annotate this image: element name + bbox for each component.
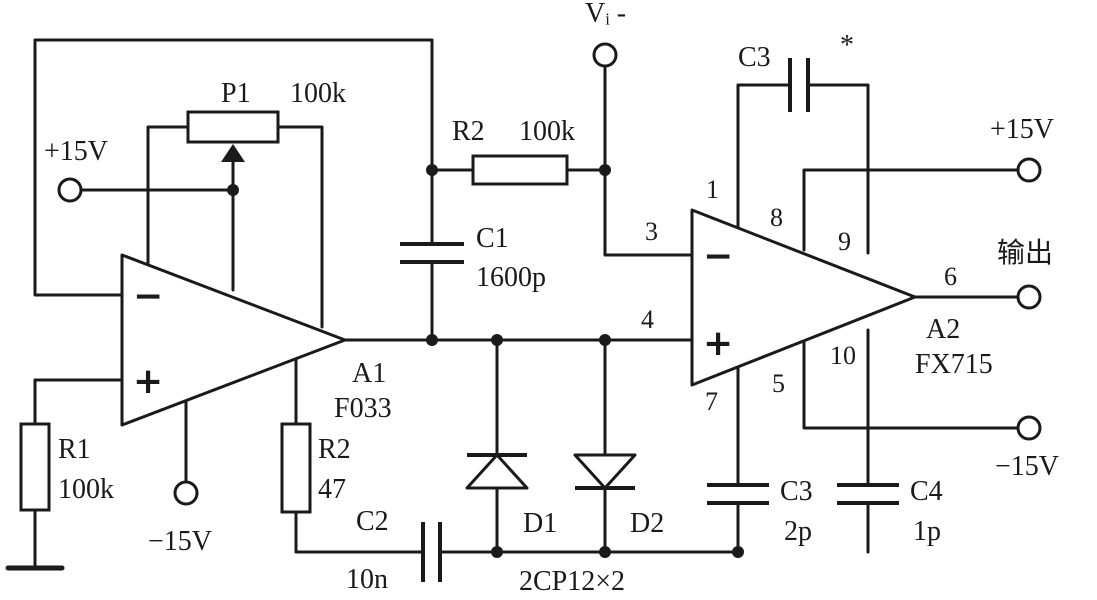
a2-minus-sign: − (703, 236, 733, 277)
a1-minus-sign: − (133, 276, 163, 317)
junction-dot (227, 184, 239, 196)
junction-dot (426, 334, 438, 346)
junction-dot (732, 546, 744, 558)
label-c2: C2 (356, 506, 389, 537)
junction-dot (426, 164, 438, 176)
potentiometer-p1 (186, 110, 280, 144)
op-amp-a1 (120, 253, 347, 427)
label-a2-model: FX715 (915, 349, 993, 380)
label-p1: P1 (221, 78, 251, 109)
label-plus15-left: +15V (44, 136, 108, 167)
label-d1: D1 (523, 508, 557, 539)
label-c2-value: 10n (346, 564, 388, 595)
wire-r2-low-bottom (294, 510, 425, 554)
terminal-minus15-left (173, 480, 199, 506)
a2-plus-sign: + (703, 323, 733, 364)
pin-10: 10 (830, 341, 856, 370)
label-r1-value: 100k (58, 474, 114, 505)
label-c4: C4 (910, 476, 943, 507)
label-minus15-left: −15V (148, 526, 212, 557)
label-c3-top: C3 (738, 42, 771, 73)
wire-feedback-loop (33, 38, 434, 297)
resistor-r2-top (471, 154, 569, 186)
label-vi: Vᵢ - (585, 0, 626, 29)
label-c1: C1 (476, 223, 509, 254)
label-r2-low-value: 47 (318, 474, 346, 505)
junction-dot (491, 546, 503, 558)
label-c3-low: C3 (780, 476, 813, 507)
wire-p1-left (146, 125, 190, 267)
terminal-vi (592, 42, 618, 68)
wire-c3-top-right (806, 83, 870, 255)
terminal-minus15-right (1016, 415, 1042, 441)
label-d2: D2 (630, 508, 664, 539)
pin-8: 8 (770, 203, 783, 232)
label-diode-type: 2CP12×2 (519, 566, 625, 597)
label-output: 输出 (997, 236, 1053, 269)
label-c3-low-value: 2p (784, 516, 812, 547)
junction-dot (599, 164, 611, 176)
terminal-output (1016, 284, 1042, 310)
label-r1: R1 (58, 434, 91, 465)
wiper-arrow-icon (221, 144, 245, 162)
resistor-r1 (19, 422, 51, 512)
pin-3: 3 (645, 217, 658, 246)
wires (5, 38, 1020, 571)
label-r2-low: R2 (318, 434, 351, 465)
junction-dot (599, 546, 611, 558)
junction-dot (599, 334, 611, 346)
label-a2: A2 (926, 314, 960, 345)
junction-dot (491, 334, 503, 346)
diode-d1 (465, 453, 529, 490)
pin-6: 6 (944, 262, 957, 291)
junction-dots (227, 164, 744, 558)
label-plus15-right: +15V (990, 114, 1054, 145)
pin-5: 5 (772, 369, 785, 398)
label-c4-value: 1p (913, 516, 941, 547)
label-c3-top-mark: * (840, 30, 854, 61)
label-c1-value: 1600p (476, 262, 546, 293)
diode-d2 (573, 453, 637, 490)
resistor-r2-low (280, 422, 312, 514)
wire-c3-top-left (736, 83, 792, 230)
terminal-plus15-right (1016, 157, 1042, 183)
terminal-plus15-left (57, 177, 83, 203)
wire-pin8 (802, 168, 1020, 252)
a1-plus-sign: + (133, 361, 163, 402)
label-p1-value: 100k (290, 78, 346, 109)
wire-pin5 (802, 335, 1020, 430)
label-a1-model: F033 (334, 393, 392, 424)
label-r2-top-value: 100k (519, 116, 575, 147)
pin-9: 9 (838, 227, 851, 256)
pin-7: 7 (705, 387, 718, 416)
pin-4: 4 (641, 305, 654, 334)
wire-p1-right (276, 125, 324, 329)
wire-a1-plus (33, 378, 124, 426)
label-r2-top: R2 (452, 116, 485, 147)
wire-pin3 (603, 168, 694, 257)
label-minus15-right: −15V (995, 451, 1059, 482)
pin-1: 1 (706, 175, 719, 204)
op-amp-a2 (690, 208, 917, 387)
label-a1: A1 (352, 358, 386, 389)
